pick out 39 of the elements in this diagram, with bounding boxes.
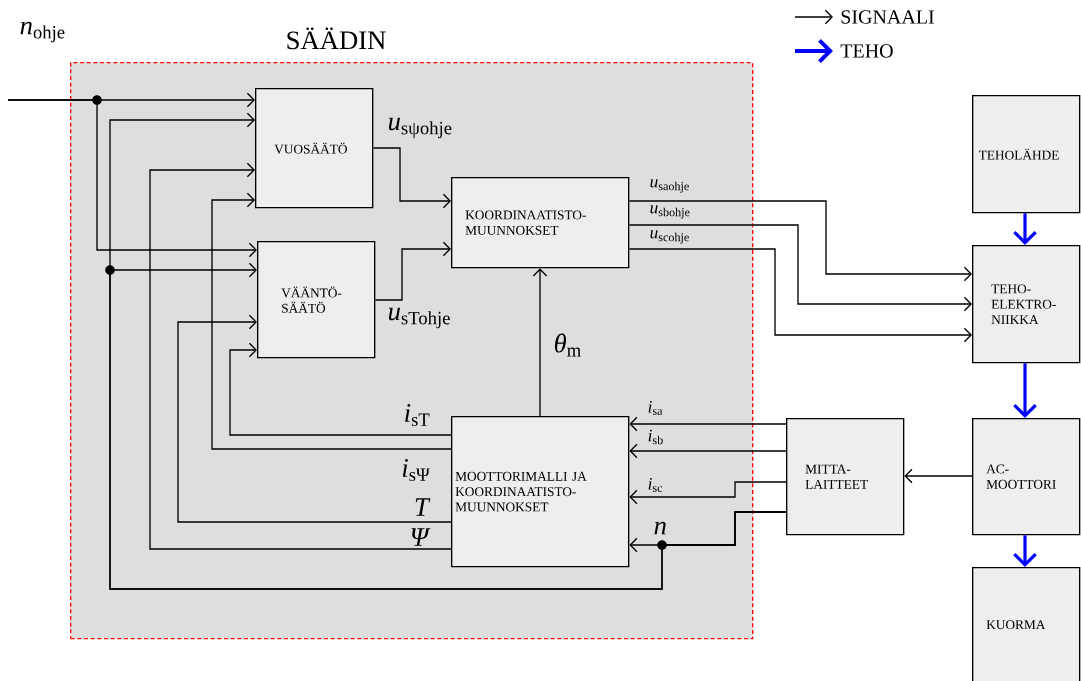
arrow [629, 481, 787, 505]
edge-label: u$_{sψohje}$ [386, 116, 455, 140]
block-box: AC- MOOTTORI [972, 418, 1081, 536]
block-box: TEHO- ELEKTRO- NIIKKA [972, 245, 1081, 364]
block-box: VUOSÄÄTÖ [255, 88, 374, 209]
arrow [229, 342, 452, 436]
block-box: KUORMA [972, 567, 1081, 681]
arrow [628, 224, 972, 312]
arrow [149, 162, 452, 550]
arrow [211, 192, 452, 450]
band-title: SÄÄDIN [287, 27, 386, 50]
arrow [1013, 535, 1037, 567]
edge-label: i$_{sb}$ [646, 428, 666, 446]
edge-label: n$_{ohje}$ [18, 20, 68, 44]
arrow [532, 268, 548, 417]
block-box: MITTA- LAITTEET [786, 418, 905, 536]
block-box: TEHOLÄHDE [972, 95, 1081, 214]
legend-text: TEHO [840, 44, 893, 58]
block-box: KOORDINAATISTO- MUUNNOKSET [451, 177, 630, 269]
legend-text: SIGNAALI [841, 10, 934, 24]
edge-label: Ψ [408, 526, 432, 548]
edge-label: i$_{sT}$ [402, 402, 432, 428]
edge-label: n [652, 520, 669, 536]
arrow [109, 262, 787, 590]
arrow [372, 147, 451, 209]
arrow [629, 416, 787, 432]
edge-label: u$_{sTohje}$ [386, 306, 453, 330]
arrow [7, 99, 257, 258]
arrow [628, 200, 972, 282]
arrow [629, 443, 787, 459]
block-box: VÄÄNTÖ- SÄÄTÖ [257, 241, 376, 359]
block-box: MOOTTORIMALLI JA KOORDINAATISTO- MUUNNOKSET [451, 416, 630, 568]
arrow [1013, 213, 1037, 245]
arrow [904, 468, 973, 484]
arrow [374, 241, 451, 301]
edge-label: θ$_{m}$ [552, 332, 584, 358]
arrow [1013, 363, 1037, 418]
arrow [628, 248, 972, 343]
arrow [177, 314, 452, 523]
